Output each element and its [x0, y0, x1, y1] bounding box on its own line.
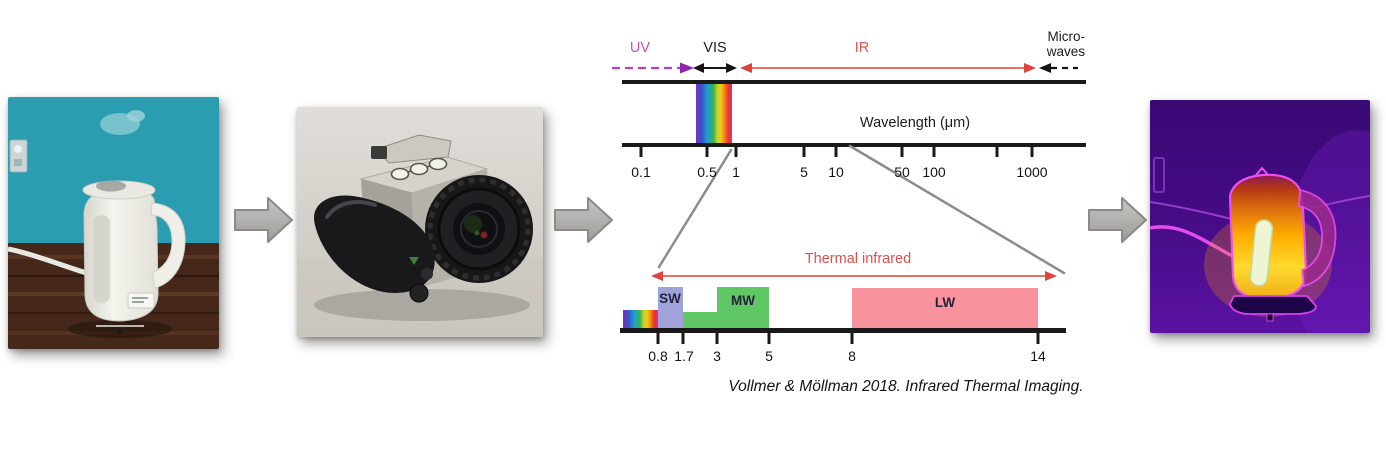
top-axis-ticks: [639, 147, 1034, 157]
top-tick-50: 50: [894, 164, 910, 180]
thermal-illustration: [1150, 100, 1370, 333]
top-tick-100: 100: [922, 164, 946, 180]
viewfinder: [371, 134, 452, 164]
mw-band-label: MW: [731, 293, 755, 308]
ir-label: IR: [854, 40, 870, 56]
detail-tick-14: 14: [1030, 348, 1046, 364]
flow-arrow-2: [554, 196, 614, 249]
cord-thermal: [1150, 225, 1237, 260]
detail-tick-3: 3: [713, 348, 721, 364]
camera-lens: [425, 175, 533, 283]
hand-strap: [314, 195, 435, 293]
vis-arrow: [693, 63, 737, 73]
top-tick-0.5: 0.5: [697, 164, 717, 180]
axis-title: Wavelength (μm): [859, 115, 971, 131]
right-arrow-icon: [234, 197, 293, 243]
kettle: [68, 180, 186, 338]
sw-band-label: SW: [659, 291, 681, 306]
uv-arrow: [612, 62, 694, 74]
water-gauge-thermal: [1249, 219, 1274, 287]
microwaves-label-line1: Micro-: [1047, 29, 1086, 44]
kettle-photo: [8, 97, 219, 349]
kettle-thermal: [1228, 166, 1337, 322]
top-tick-1: 1: [732, 164, 740, 180]
top-tick-5: 5: [800, 164, 808, 180]
detail-axis-ticks: [656, 333, 1040, 344]
wall-outlet: [9, 139, 28, 173]
flow-arrow-1: [234, 196, 294, 249]
lw-band-label: LW: [934, 295, 956, 310]
top-tick-10: 10: [828, 164, 844, 180]
microwaves-label-line2: waves: [1046, 44, 1085, 59]
sw-band: [658, 287, 683, 329]
detail-tick-0.8: 0.8: [648, 348, 668, 364]
handle-thermal: [1298, 188, 1337, 288]
microwave-arrow: [1039, 63, 1078, 73]
detail-tick-1.7: 1.7: [674, 348, 694, 364]
zoom-connector-right: [848, 144, 1066, 275]
camera-illustration: [297, 107, 543, 337]
base-thermal: [1229, 295, 1317, 315]
right-arrow-icon: [554, 197, 613, 243]
thermal-image: [1150, 100, 1370, 333]
water-gauge: [93, 215, 110, 303]
zoom-connector-left: [657, 148, 733, 269]
kettle-illustration: [8, 97, 219, 349]
detail-tick-5: 5: [765, 348, 773, 364]
flow-arrow-3: [1088, 196, 1148, 249]
top-tick-1000: 1000: [1016, 164, 1048, 180]
detail-tick-8: 8: [848, 348, 856, 364]
wavelength-axis: [622, 143, 1086, 147]
kettle-lid: [96, 180, 126, 192]
top-tick-0.1: 0.1: [631, 164, 651, 180]
thermal-camera-photo: [297, 107, 543, 337]
outlet-outline: [1153, 157, 1165, 193]
uv-label: UV: [629, 40, 651, 56]
visible-spectrum-band: [696, 84, 732, 144]
mw-band-low: [683, 312, 717, 329]
detail-axis: [620, 328, 1066, 333]
vis-label: VIS: [703, 40, 727, 56]
source-caption: Vollmer & Möllman 2018. Infrared Thermal…: [728, 378, 1084, 395]
thermal-infrared-title: Thermal infrared: [804, 251, 912, 267]
spectrum-diagram: UV VIS IR Micro- waves Wavelength (μm) 0…: [610, 25, 1102, 415]
kettle-handle: [150, 202, 186, 289]
right-arrow-icon: [1088, 197, 1147, 243]
detail-visible-band: [623, 310, 658, 329]
spectrum-linework: [612, 62, 1086, 344]
lw-band: [852, 288, 1038, 329]
camera-buttons: [390, 157, 448, 181]
mw-band-high: [717, 287, 769, 329]
thermal-infrared-arrow: [651, 271, 1057, 281]
ir-arrow: [740, 63, 1036, 73]
microwaves-label: Micro- waves: [1030, 29, 1085, 59]
